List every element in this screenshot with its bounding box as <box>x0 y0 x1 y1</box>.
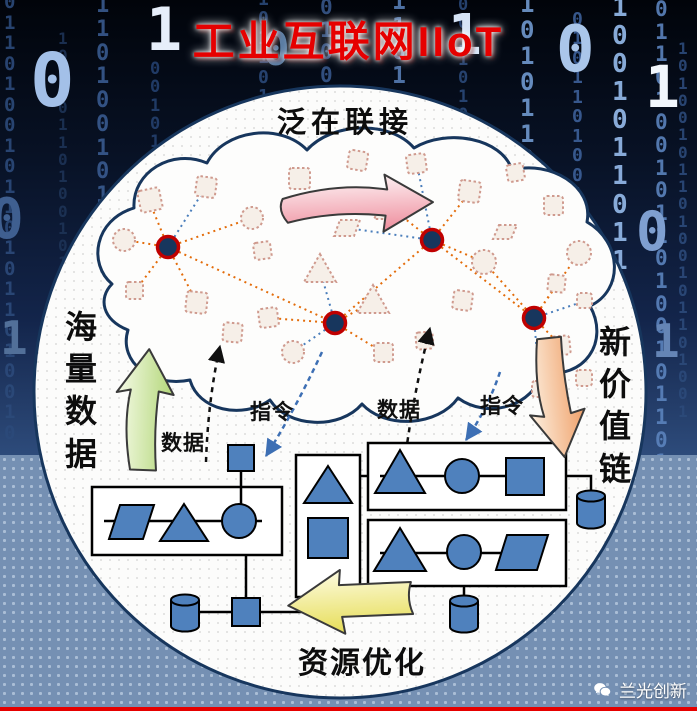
page-title: 工业互联网IIoT <box>192 18 505 65</box>
flow-label-cmd-left: 指令 <box>250 401 294 424</box>
cloud-node-square <box>575 369 593 387</box>
cloud-node-triangle <box>355 282 391 314</box>
database-cylinder <box>170 600 200 633</box>
cloud-node-parallelogram <box>491 224 519 240</box>
binary-big-digit: 0 <box>556 13 595 87</box>
network-links-blue <box>167 163 586 390</box>
cloud-node-square <box>184 290 209 315</box>
hub-nodes <box>155 227 547 336</box>
machine-parallelogram <box>107 504 156 540</box>
cloud-node-square <box>125 281 144 300</box>
right-vertical-label: 新价值链 <box>598 324 631 487</box>
cloud-label: 泛在联接 <box>276 107 413 139</box>
cloud-node-square <box>252 240 273 261</box>
left-vertical-label: 海量数据 <box>64 309 97 472</box>
binary-big-digit: 0 <box>0 187 24 252</box>
cloud-node-square <box>414 330 435 351</box>
machine-circle <box>446 534 482 570</box>
command-arrow-left <box>264 351 324 458</box>
cloud-node-circle <box>240 206 264 230</box>
machine-square <box>307 517 349 559</box>
machine-triangle <box>158 502 210 542</box>
production-lines <box>90 441 606 634</box>
cloud-node-square <box>194 175 218 199</box>
cloud-node-square <box>221 321 244 344</box>
machine-square <box>227 444 255 472</box>
database-cylinder-top <box>449 594 479 608</box>
machine-shapes <box>107 444 550 627</box>
cloud-node-square <box>405 152 428 175</box>
cloud-node-square <box>288 167 311 190</box>
hub-node <box>155 234 181 260</box>
command-arrow-right <box>464 371 502 442</box>
machine-parallelogram <box>494 534 550 571</box>
binary-column: 0110100101101011010010 <box>4 0 16 444</box>
binary-big-digit: 0 <box>30 38 75 124</box>
database-cylinder <box>449 601 479 634</box>
cloud-node-square <box>451 289 474 312</box>
binary-big-digit: 1 <box>448 3 482 68</box>
watermark-brand: 兰光创新 <box>619 682 687 701</box>
pink-flow-arrow <box>279 173 434 233</box>
machine-triangle <box>372 526 428 572</box>
cloud-node-square <box>136 186 164 214</box>
watermark: 兰光创新 <box>591 677 687 702</box>
binary-column: 1010010110100101101001 <box>678 39 688 421</box>
binary-big-digit: 1 <box>0 311 28 365</box>
database-cylinders <box>170 489 606 634</box>
machine-circle <box>444 458 480 494</box>
cloud-node-parallelogram <box>332 219 362 237</box>
binary-big-digit: 1 <box>652 314 680 368</box>
cloud-node-circle <box>281 340 305 364</box>
cloud-outline <box>96 126 616 424</box>
database-cylinder <box>576 496 606 530</box>
cloud-node-square <box>457 178 483 204</box>
flow-label-data-right: 数据 <box>377 399 421 422</box>
cloud-node-square <box>543 195 564 216</box>
machine-triangle <box>302 464 354 504</box>
machine-square <box>505 457 545 496</box>
bottom-label: 资源优化 <box>298 647 426 680</box>
cloud-node-circle <box>471 249 497 275</box>
bottom-white-strip <box>0 711 697 716</box>
cloud-node-square <box>257 306 280 329</box>
database-cylinder-top <box>576 489 606 503</box>
cloud-node-square <box>576 292 593 309</box>
data-arrow-right <box>404 326 435 453</box>
data-arrow-left <box>204 344 226 463</box>
cloud-node-square <box>346 148 370 172</box>
binary-big-digit: 0 <box>262 22 290 76</box>
hub-node <box>419 227 445 253</box>
wechat-icon <box>594 682 611 696</box>
binary-big-digit: 1 <box>645 53 680 121</box>
flow-label-data-left: 数据 <box>161 432 205 455</box>
database-cylinder-top <box>170 593 200 607</box>
binary-big-digit: 1 <box>146 0 183 65</box>
cloud-node-square <box>505 162 526 183</box>
command-arrows <box>264 351 502 458</box>
green-up-arrow <box>115 348 175 472</box>
cloud-node-circle <box>112 228 136 252</box>
cloud-node-square <box>373 342 394 363</box>
machine-square <box>231 597 261 627</box>
hub-node <box>322 310 348 336</box>
network-links-orange <box>124 191 580 354</box>
yellow-left-arrow <box>287 568 415 635</box>
cloud-node-circle <box>566 240 592 266</box>
data-arrows <box>204 326 435 463</box>
cloud-node-triangle <box>302 251 338 283</box>
flow-label-cmd-right: 指令 <box>480 395 524 418</box>
machine-triangle <box>373 448 427 494</box>
hub-node <box>521 305 547 331</box>
binary-big-digit: 0 <box>636 200 669 263</box>
bottom-red-line <box>0 707 697 711</box>
machine-circle <box>221 503 257 539</box>
peach-down-arrow <box>528 335 586 459</box>
cloud-node-square <box>546 273 567 294</box>
